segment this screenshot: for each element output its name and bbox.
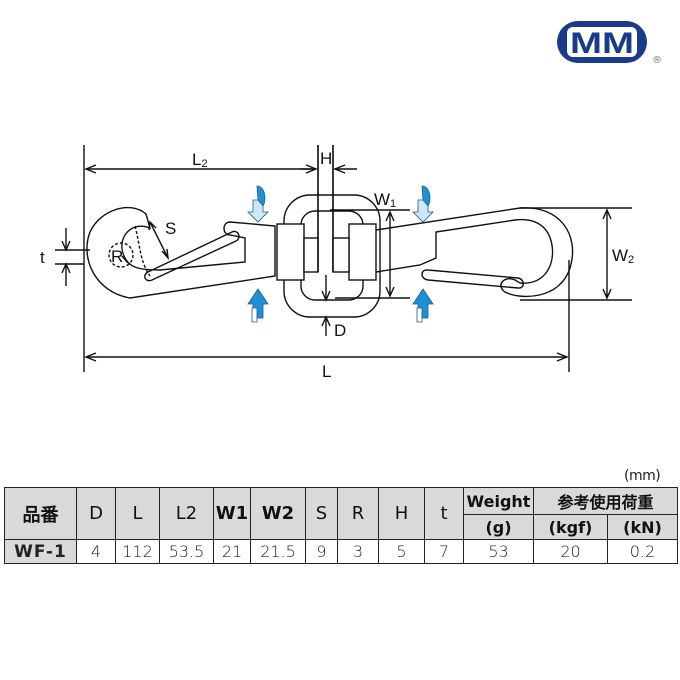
left-swivel-pin	[303, 237, 319, 273]
rotation-arrow-right-bottom	[412, 288, 434, 323]
l-arrowheads	[84, 352, 569, 362]
right-swivel-barrel	[348, 223, 377, 281]
label-l2: L2	[192, 150, 208, 170]
cell-s: 9	[305, 539, 338, 564]
cell-r: 3	[337, 539, 379, 564]
logo-inner	[567, 27, 637, 57]
cell-w2: 21.5	[250, 539, 306, 564]
right-hook-gate	[421, 269, 524, 289]
header-model: 品番	[4, 487, 77, 540]
label-s: S	[165, 219, 176, 238]
cell-l: 112	[115, 539, 160, 564]
label-d: D	[334, 321, 346, 340]
rotation-arrow-left-bottom	[247, 288, 269, 323]
header-r: R	[337, 487, 379, 540]
header-weight: Weight	[463, 487, 534, 515]
cell-h: 5	[378, 539, 425, 564]
header-t: t	[424, 487, 464, 540]
rotation-arrow-right-top	[412, 185, 434, 223]
cell-l2: 53.5	[159, 539, 214, 564]
cell-d: 4	[76, 539, 116, 564]
label-w1: W1	[374, 190, 396, 210]
label-r: R	[111, 247, 123, 266]
t-arrows	[61, 228, 71, 286]
table-row: WF-1 4 112 53.5 21 21.5 9 3 5 7 53 20 0.…	[4, 539, 679, 564]
header-load-kgf: (kgf)	[533, 514, 608, 540]
hook-inner-dashed	[134, 225, 151, 277]
header-weight-unit: (g)	[463, 514, 534, 540]
header-load-kn: (kN)	[606, 514, 679, 540]
header-l: L	[115, 487, 160, 540]
cell-weight: 53	[463, 539, 534, 564]
left-hook-gate	[144, 230, 240, 282]
header-row-2: (g) (kgf) (kN)	[5, 514, 679, 540]
header-l2: L2	[159, 487, 214, 540]
cell-t: 7	[424, 539, 464, 564]
cell-load-kgf: 20	[533, 539, 608, 564]
d-arrows	[321, 275, 331, 336]
spec-table: 品番 D L L2 W1 W2 S R H t Weight 参考使用荷重 (g…	[4, 487, 679, 564]
s-arrow	[148, 220, 169, 261]
header-load-group: 参考使用荷重	[532, 487, 679, 515]
header-h: H	[378, 487, 425, 540]
rotation-arrow-left-top	[247, 185, 269, 223]
header-w2: W2	[250, 487, 306, 540]
label-l: L	[322, 362, 331, 381]
mm-brand-logo: MM ®	[557, 21, 662, 66]
w1-arrows	[385, 210, 395, 298]
logo-text: MM	[570, 27, 634, 60]
header-w1: W1	[213, 487, 251, 540]
snap-hook-drawing: L2 H W1 W2 S R t D L	[40, 145, 634, 381]
right-hook-body	[375, 207, 574, 298]
cell-load-kn: 0.2	[606, 539, 679, 564]
h-arrowhead	[333, 164, 346, 174]
header-s: S	[305, 487, 338, 540]
right-swivel-pin	[332, 237, 350, 273]
cell-w1: 21	[213, 539, 251, 564]
r-circle	[108, 242, 134, 268]
r-arrow	[121, 255, 129, 264]
cell-model: WF-1	[4, 539, 77, 564]
unit-label: (mm)	[624, 468, 661, 484]
header-d: D	[76, 487, 116, 540]
label-w2: W2	[612, 246, 634, 266]
registered-mark: ®	[652, 55, 662, 66]
label-t: t	[40, 248, 45, 267]
label-h: H	[320, 149, 332, 168]
left-swivel-barrel	[276, 223, 305, 281]
left-hook-body	[86, 206, 276, 299]
w2-arrows	[602, 208, 612, 300]
header-row: 品番 D L L2 W1 W2 S R H t Weight 参考使用荷重	[4, 487, 679, 540]
